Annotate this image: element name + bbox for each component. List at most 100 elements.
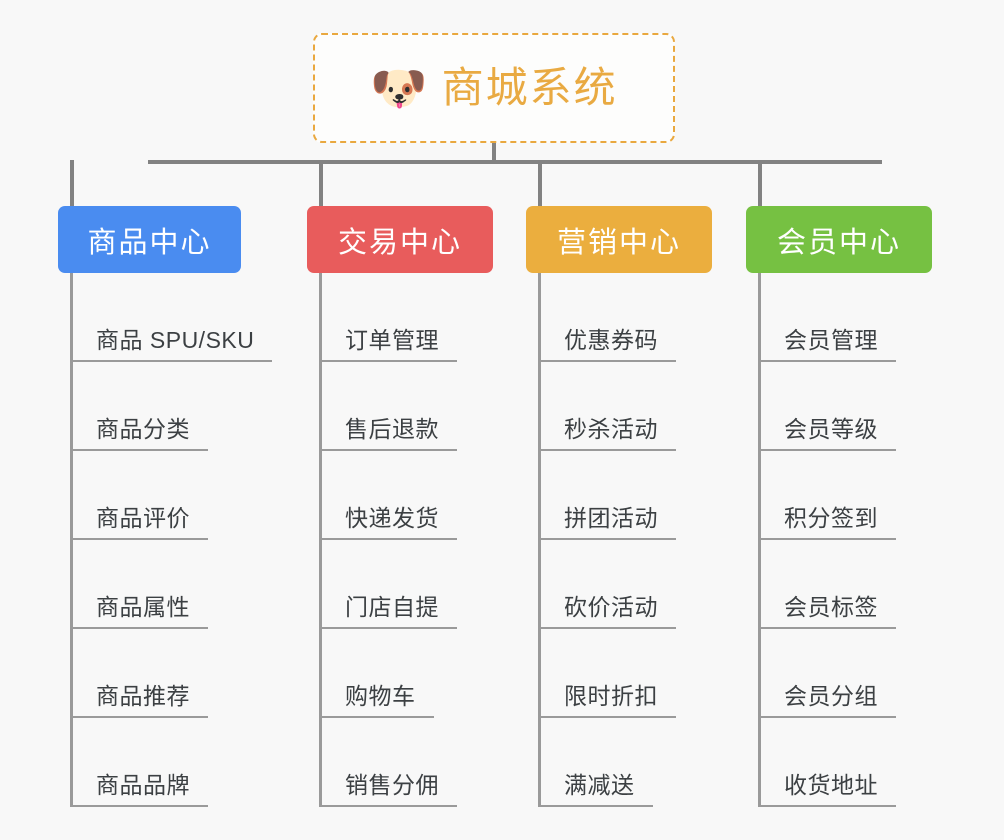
leaf-underline: 购物车 xyxy=(319,682,434,718)
leaf-underline: 销售分佣 xyxy=(319,771,457,807)
leaf-item[interactable]: 商品 SPU/SKU xyxy=(58,273,273,362)
branch-drop-connector-1 xyxy=(70,160,74,207)
leaf-item[interactable]: 售后退款 xyxy=(307,362,493,451)
trunk-line xyxy=(70,273,73,807)
leaf-label: 商品属性 xyxy=(96,593,190,620)
leaf-label: 满减送 xyxy=(564,771,635,798)
leaf-label: 会员分组 xyxy=(784,682,878,709)
trunk-line xyxy=(538,273,541,807)
leaf-item[interactable]: 商品属性 xyxy=(58,540,241,629)
branch-column-marketing-center: 营销中心优惠券码秒杀活动拼团活动砍价活动限时折扣满减送 xyxy=(526,206,712,807)
leaf-label: 商品推荐 xyxy=(96,682,190,709)
leaf-label: 秒杀活动 xyxy=(564,415,658,442)
leaf-underline: 商品品牌 xyxy=(70,771,208,807)
leaf-label: 购物车 xyxy=(345,682,416,709)
leaf-underline: 砍价活动 xyxy=(538,593,676,629)
root-stem-connector xyxy=(492,143,496,163)
branch-column-member-center: 会员中心会员管理会员等级积分签到会员标签会员分组收货地址 xyxy=(746,206,932,807)
leaf-underline: 会员管理 xyxy=(758,326,896,362)
leaf-item[interactable]: 会员标签 xyxy=(746,540,932,629)
branch-drop-connector-3 xyxy=(538,160,542,207)
leaf-item[interactable]: 商品品牌 xyxy=(58,718,241,807)
leaf-item[interactable]: 限时折扣 xyxy=(526,629,712,718)
leaf-item[interactable]: 商品推荐 xyxy=(58,629,241,718)
leaf-item[interactable]: 优惠券码 xyxy=(526,273,712,362)
leaf-underline: 商品属性 xyxy=(70,593,208,629)
leaf-underline: 商品评价 xyxy=(70,504,208,540)
leaf-label: 砍价活动 xyxy=(564,593,658,620)
leaf-label: 会员标签 xyxy=(784,593,878,620)
category-label: 会员中心 xyxy=(776,226,901,259)
leaf-label: 会员管理 xyxy=(784,326,878,353)
leaf-label: 门店自提 xyxy=(345,593,439,620)
leaf-item[interactable]: 满减送 xyxy=(526,718,712,807)
branch-drop-connector-2 xyxy=(319,160,323,207)
leaf-item[interactable]: 会员分组 xyxy=(746,629,932,718)
category-node-product-center[interactable]: 商品中心 xyxy=(58,206,241,273)
leaf-label: 商品品牌 xyxy=(96,771,190,798)
leaf-item[interactable]: 商品分类 xyxy=(58,362,241,451)
category-node-trade-center[interactable]: 交易中心 xyxy=(307,206,493,273)
leaf-underline: 商品分类 xyxy=(70,415,208,451)
leaf-underline: 订单管理 xyxy=(319,326,457,362)
leaf-label: 拼团活动 xyxy=(564,504,658,531)
leaf-underline: 优惠券码 xyxy=(538,326,676,362)
leaf-underline: 收货地址 xyxy=(758,771,896,807)
category-label: 营销中心 xyxy=(556,226,681,259)
leaf-underline: 会员分组 xyxy=(758,682,896,718)
leaf-underline: 商品 SPU/SKU xyxy=(70,326,273,362)
leaf-list-member-center: 会员管理会员等级积分签到会员标签会员分组收货地址 xyxy=(746,273,932,807)
leaf-label: 积分签到 xyxy=(784,504,878,531)
leaf-item[interactable]: 积分签到 xyxy=(746,451,932,540)
leaf-item[interactable]: 秒杀活动 xyxy=(526,362,712,451)
leaf-underline: 满减送 xyxy=(538,771,653,807)
category-node-member-center[interactable]: 会员中心 xyxy=(746,206,932,273)
leaf-item[interactable]: 会员管理 xyxy=(746,273,932,362)
branch-column-product-center: 商品中心商品 SPU/SKU 商品分类商品评价商品属性商品推荐商品品牌 xyxy=(58,206,273,807)
trunk-line xyxy=(758,273,761,807)
branch-drop-connector-4 xyxy=(758,160,762,207)
leaf-label: 订单管理 xyxy=(345,326,439,353)
leaf-underline: 商品推荐 xyxy=(70,682,208,718)
leaf-list-marketing-center: 优惠券码秒杀活动拼团活动砍价活动限时折扣满减送 xyxy=(526,273,712,807)
leaf-item[interactable]: 砍价活动 xyxy=(526,540,712,629)
leaf-label: 销售分佣 xyxy=(345,771,439,798)
root-node[interactable]: 🐶 商城系统 xyxy=(313,33,675,143)
leaf-label: 售后退款 xyxy=(345,415,439,442)
horizontal-bus-connector xyxy=(148,160,882,164)
leaf-underline: 秒杀活动 xyxy=(538,415,676,451)
leaf-underline: 积分签到 xyxy=(758,504,896,540)
leaf-item[interactable]: 门店自提 xyxy=(307,540,493,629)
leaf-underline: 限时折扣 xyxy=(538,682,676,718)
dog-face-icon: 🐶 xyxy=(370,62,428,114)
leaf-list-product-center: 商品 SPU/SKU 商品分类商品评价商品属性商品推荐商品品牌 xyxy=(58,273,273,807)
leaf-list-trade-center: 订单管理售后退款快递发货门店自提购物车销售分佣 xyxy=(307,273,493,807)
leaf-label: 商品 SPU/SKU xyxy=(96,326,255,353)
leaf-underline: 会员标签 xyxy=(758,593,896,629)
leaf-underline: 门店自提 xyxy=(319,593,457,629)
category-label: 商品中心 xyxy=(87,226,212,259)
leaf-label: 商品评价 xyxy=(96,504,190,531)
leaf-item[interactable]: 商品评价 xyxy=(58,451,241,540)
category-node-marketing-center[interactable]: 营销中心 xyxy=(526,206,712,273)
leaf-label: 商品分类 xyxy=(96,415,190,442)
category-label: 交易中心 xyxy=(337,226,462,259)
leaf-item[interactable]: 快递发货 xyxy=(307,451,493,540)
leaf-underline: 拼团活动 xyxy=(538,504,676,540)
leaf-item[interactable]: 销售分佣 xyxy=(307,718,493,807)
leaf-label: 优惠券码 xyxy=(564,326,658,353)
leaf-label: 会员等级 xyxy=(784,415,878,442)
leaf-label: 限时折扣 xyxy=(564,682,658,709)
root-title: 商城系统 xyxy=(441,64,618,111)
leaf-label: 快递发货 xyxy=(345,504,439,531)
leaf-underline: 会员等级 xyxy=(758,415,896,451)
trunk-line xyxy=(319,273,322,807)
leaf-item[interactable]: 会员等级 xyxy=(746,362,932,451)
leaf-item[interactable]: 拼团活动 xyxy=(526,451,712,540)
leaf-label: 收货地址 xyxy=(784,771,878,798)
leaf-underline: 售后退款 xyxy=(319,415,457,451)
leaf-item[interactable]: 收货地址 xyxy=(746,718,932,807)
leaf-item[interactable]: 订单管理 xyxy=(307,273,493,362)
leaf-item[interactable]: 购物车 xyxy=(307,629,493,718)
